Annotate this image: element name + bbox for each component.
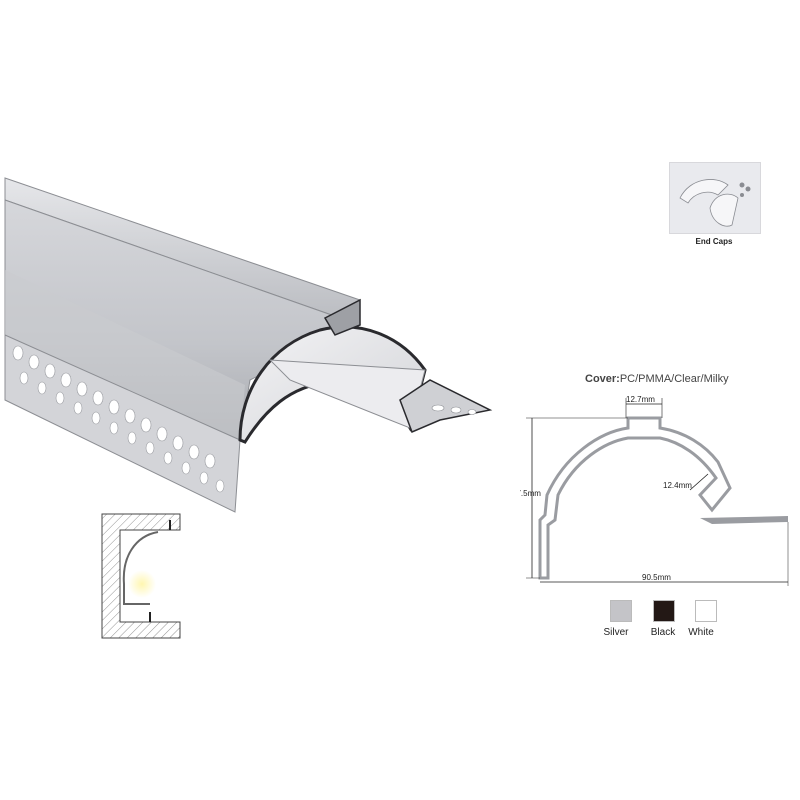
profile-front-flange [399, 379, 493, 433]
mounted-profile [122, 531, 159, 605]
finish-black-label: Black [650, 627, 676, 638]
dim-lens-width: 12.4mm [663, 481, 692, 490]
finish-white-label: White [688, 627, 714, 638]
cover-material-title: Cover:PC/PMMA/Clear/Milky [585, 373, 729, 385]
cover-title-label: Cover: [585, 373, 620, 385]
end-caps-label: End Caps [695, 237, 733, 246]
swatch-silver [610, 600, 632, 622]
end-caps-image [669, 162, 761, 234]
finish-white [690, 600, 717, 622]
profile-3d-render [4, 177, 493, 513]
cross-section-drawing: 12.7mm 57.5mm 12.4mm 90.5mm [520, 395, 789, 586]
swatch-black [653, 600, 675, 622]
perforation-holes [12, 345, 225, 493]
section-outline [538, 416, 732, 580]
installation-diagram [101, 513, 181, 639]
finish-silver [605, 600, 632, 622]
dim-height: 57.5mm [520, 489, 541, 498]
dim-total-width: 90.5mm [642, 573, 671, 582]
finish-black [648, 600, 675, 622]
swatch-white [695, 600, 717, 622]
end-caps-icon [679, 179, 751, 227]
wall-section [101, 513, 181, 639]
cover-materials: PC/PMMA/Clear/Milky [619, 373, 729, 385]
dim-top-width: 12.7mm [626, 395, 655, 404]
finish-silver-label: Silver [603, 627, 629, 638]
